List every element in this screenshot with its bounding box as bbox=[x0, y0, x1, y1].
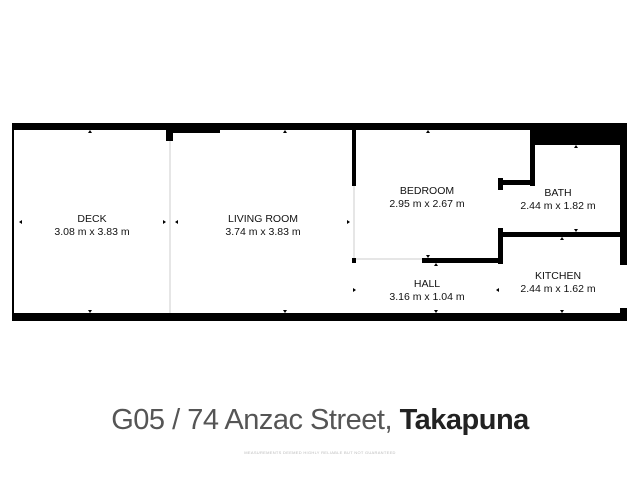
dimension-markers bbox=[19, 130, 578, 313]
room-name: KITCHEN bbox=[534, 270, 582, 282]
bath-top-block bbox=[530, 123, 627, 145]
property-address: G05 / 74 Anzac Street, Takapuna bbox=[0, 404, 640, 437]
bath-left-wall bbox=[530, 123, 535, 186]
room-size: 2.44 m x 1.82 m bbox=[520, 200, 596, 212]
left-edge bbox=[12, 123, 14, 321]
address-suburb: Takapuna bbox=[399, 404, 530, 436]
room-label-bedroom: BEDROOM 2.95 m x 2.67 m bbox=[389, 185, 464, 211]
kitchen-top-wall bbox=[502, 232, 620, 237]
room-label-hall: HALL 3.16 m x 1.04 m bbox=[389, 278, 464, 304]
pillar bbox=[166, 130, 173, 141]
hall-kitchen-wall bbox=[498, 228, 503, 264]
room-name: BATH bbox=[544, 187, 572, 199]
room-size: 3.74 m x 3.83 m bbox=[225, 226, 301, 238]
room-label-bath: BATH 2.44 m x 1.82 m bbox=[520, 187, 595, 213]
room-label-living-room: LIVING ROOM 3.74 m x 3.83 m bbox=[225, 213, 300, 239]
bedroom-left-wall bbox=[352, 130, 356, 186]
bath-door-block bbox=[498, 178, 503, 190]
disclaimer: MEASUREMENTS DEEMED HIGHLY RELIABLE BUT … bbox=[244, 450, 396, 455]
bottom-wall bbox=[12, 313, 627, 321]
room-label-deck: DECK 3.08 m x 3.83 m bbox=[54, 213, 129, 239]
right-wall bbox=[620, 123, 627, 265]
room-name: DECK bbox=[77, 213, 107, 225]
bottom-right-block bbox=[620, 308, 627, 321]
wall-segment bbox=[173, 130, 220, 133]
bedroom-bottom-wall bbox=[422, 258, 502, 263]
bedroom-corner bbox=[352, 258, 356, 263]
room-name: LIVING ROOM bbox=[227, 213, 299, 225]
room-size: 3.08 m x 3.83 m bbox=[54, 226, 130, 238]
room-size: 2.95 m x 2.67 m bbox=[389, 198, 465, 210]
room-name: HALL bbox=[413, 278, 441, 290]
room-label-kitchen: KITCHEN 2.44 m x 1.62 m bbox=[520, 270, 595, 296]
bath-bottom-wall bbox=[502, 180, 535, 185]
room-size: 3.16 m x 1.04 m bbox=[389, 291, 465, 303]
top-wall bbox=[12, 123, 627, 130]
address-separator: , bbox=[384, 404, 400, 436]
address-street: G05 / 74 Anzac Street bbox=[111, 404, 385, 436]
room-size: 2.44 m x 1.62 m bbox=[520, 283, 596, 295]
room-name: BEDROOM bbox=[399, 185, 455, 197]
